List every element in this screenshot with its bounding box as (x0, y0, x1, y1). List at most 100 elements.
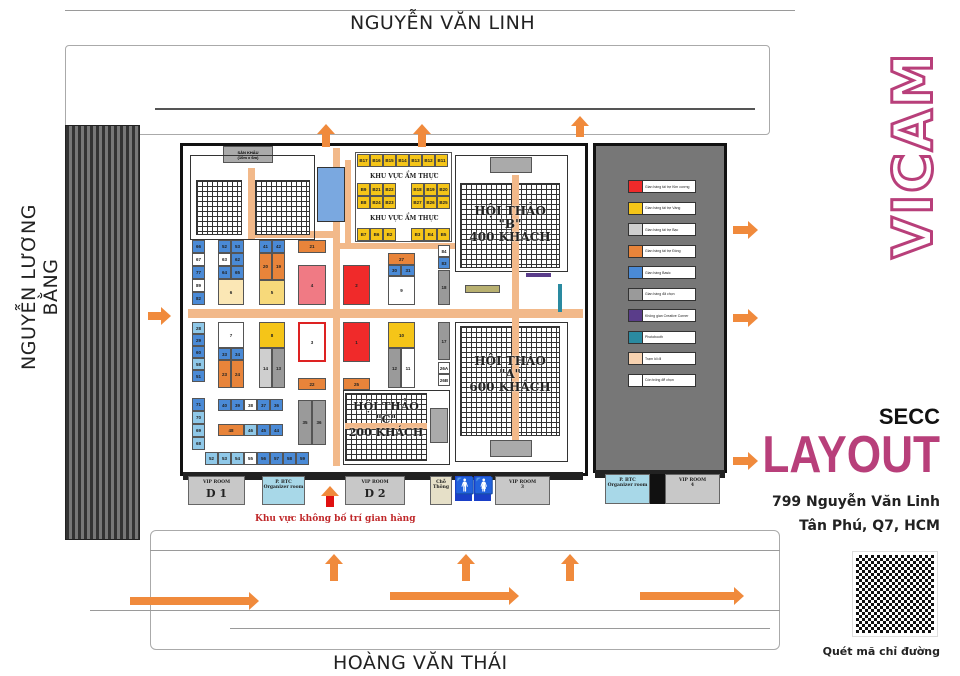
booth[interactable]: 23 (218, 360, 231, 388)
booth[interactable]: B13 (409, 154, 422, 167)
booth[interactable]: 84 (438, 245, 450, 257)
booth[interactable]: B24 (370, 196, 383, 209)
booth[interactable]: 64 (218, 266, 231, 279)
booth[interactable]: 2 (343, 265, 370, 305)
booth[interactable]: 18 (438, 270, 450, 305)
booth[interactable]: 31 (401, 265, 415, 276)
booth[interactable]: 11 (401, 348, 415, 388)
booth[interactable]: 68 (192, 437, 205, 450)
booth[interactable]: 55 (244, 452, 257, 465)
booth[interactable]: 39 (231, 399, 244, 411)
booth[interactable]: B14 (396, 154, 409, 167)
booth[interactable]: 42 (272, 240, 285, 253)
booth[interactable]: 63 (218, 253, 231, 266)
booth[interactable]: 59 (296, 452, 309, 465)
booth[interactable]: 53 (218, 452, 231, 465)
booth[interactable]: B3 (411, 228, 424, 241)
booth[interactable]: 44 (270, 424, 283, 436)
booth[interactable]: B11 (435, 154, 448, 167)
booth[interactable]: 17 (438, 322, 450, 360)
booth[interactable]: 29 (192, 334, 205, 346)
booth[interactable]: 58 (283, 452, 296, 465)
booth[interactable]: 34 (231, 348, 244, 360)
booth[interactable]: 22 (298, 378, 326, 390)
booth[interactable]: B7 (357, 228, 370, 241)
booth[interactable]: 24 (231, 360, 244, 388)
booth[interactable]: B5 (437, 228, 450, 241)
booth[interactable]: 14 (259, 348, 272, 388)
booth[interactable]: 20 (259, 253, 272, 280)
booth[interactable]: B22 (383, 183, 396, 196)
booth[interactable]: 5 (259, 280, 285, 305)
booth[interactable]: 56 (257, 452, 270, 465)
booth[interactable]: B8 (357, 196, 370, 209)
booth[interactable]: 83 (438, 257, 450, 269)
booth[interactable]: 3 (298, 322, 326, 362)
booth[interactable]: B19 (424, 183, 437, 196)
booth[interactable]: 1 (343, 322, 370, 362)
booth[interactable]: B6 (370, 228, 383, 241)
booth[interactable]: B2 (383, 228, 396, 241)
booth[interactable]: 13 (272, 348, 285, 388)
booth[interactable]: B25 (437, 196, 450, 209)
booth[interactable]: 54 (231, 452, 244, 465)
booth[interactable]: 67 (192, 253, 205, 266)
booth[interactable]: 4 (298, 265, 326, 305)
booth[interactable]: 26B (438, 374, 450, 386)
booth[interactable]: B27 (411, 196, 424, 209)
booth[interactable]: 6 (218, 279, 244, 305)
booth[interactable]: 10 (388, 322, 415, 348)
booth[interactable]: 21 (298, 240, 326, 253)
booth[interactable]: B17 (357, 154, 370, 167)
booth[interactable]: 12 (388, 348, 401, 388)
booth[interactable]: 27 (388, 253, 415, 265)
booth[interactable]: 82 (192, 292, 205, 305)
booth[interactable]: 26A (438, 362, 450, 374)
booth[interactable]: 58 (192, 358, 205, 370)
booth[interactable]: B18 (411, 183, 424, 196)
booth[interactable]: 7 (218, 322, 244, 348)
booth[interactable]: 71 (192, 398, 205, 411)
booth[interactable]: 62 (231, 253, 244, 266)
booth[interactable]: 37 (257, 399, 270, 411)
booth[interactable]: B15 (383, 154, 396, 167)
booth[interactable]: 8 (259, 322, 285, 348)
booth[interactable]: B12 (422, 154, 435, 167)
booth[interactable]: 36 (312, 400, 326, 445)
booth[interactable]: 53 (231, 240, 244, 253)
booth[interactable]: 30 (388, 265, 401, 276)
booth[interactable]: 41 (259, 240, 272, 253)
booth[interactable]: 48 (218, 424, 244, 436)
booth[interactable]: 9 (388, 276, 415, 305)
booth[interactable]: 46 (244, 424, 257, 436)
booth[interactable]: 66 (192, 240, 205, 253)
booth[interactable]: B4 (424, 228, 437, 241)
booth[interactable]: 36 (270, 399, 283, 411)
booth[interactable]: 19 (272, 253, 285, 280)
booth[interactable]: B26 (424, 196, 437, 209)
booth[interactable]: 57 (270, 452, 283, 465)
booth[interactable]: B21 (370, 183, 383, 196)
booth[interactable]: 52 (218, 240, 231, 253)
booth[interactable]: 45 (257, 424, 270, 436)
booth[interactable]: 33 (218, 348, 231, 360)
booth[interactable]: 51 (192, 370, 205, 382)
booth[interactable]: 70 (192, 411, 205, 424)
booth[interactable]: B23 (383, 196, 396, 209)
booth[interactable]: 89 (192, 279, 205, 292)
booth[interactable]: 28 (192, 322, 205, 334)
booth[interactable]: 38 (244, 399, 257, 411)
booth[interactable]: 65 (231, 266, 244, 279)
booth[interactable]: B16 (370, 154, 383, 167)
booth[interactable]: B20 (437, 183, 450, 196)
booth[interactable]: 35 (298, 400, 312, 445)
qr-code[interactable] (852, 551, 938, 637)
booth[interactable]: 25 (343, 378, 370, 390)
booth[interactable]: B9 (357, 183, 370, 196)
